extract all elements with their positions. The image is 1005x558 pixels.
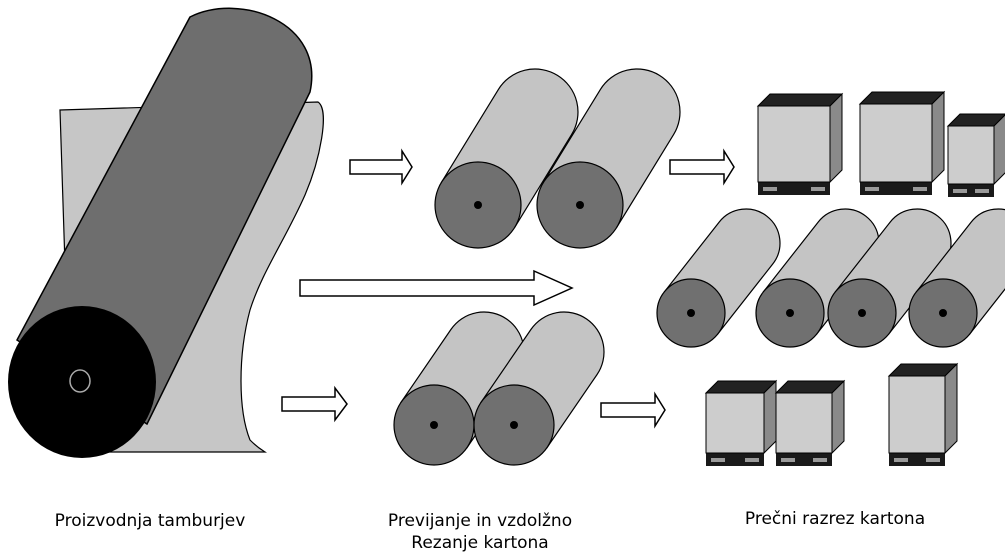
right-arrow-icon <box>601 394 665 426</box>
pallet-slot <box>926 458 940 462</box>
pallet-slot <box>813 458 827 462</box>
palletized-box-icon <box>758 94 842 195</box>
pallet-slot <box>711 458 725 462</box>
palletized-box-icon <box>860 92 944 195</box>
box-front <box>776 393 832 453</box>
box-front <box>889 376 945 453</box>
roll-core <box>858 309 866 317</box>
right-arrow-icon <box>670 151 734 183</box>
palletized-box-icon <box>889 364 957 466</box>
box-top <box>758 94 842 106</box>
roll-core <box>430 421 438 429</box>
roll-core <box>576 201 584 209</box>
tambour-end <box>8 306 156 458</box>
box-side <box>932 92 944 182</box>
palletized-box-icon <box>948 114 1005 197</box>
box-side <box>830 94 842 182</box>
box-front <box>758 106 830 182</box>
pallet-slot <box>894 458 908 462</box>
right-arrow-icon <box>282 388 347 420</box>
caption-rewinding-line1: Previjanje in vzdolžno <box>360 510 600 532</box>
caption-rewinding-slitting: Previjanje in vzdolžno Rezanje kartona <box>360 510 600 554</box>
pallet-slot <box>975 189 989 193</box>
roll-core <box>939 309 947 317</box>
caption-tambour-production: Proizvodnja tamburjev <box>40 510 260 532</box>
tambour-production-group <box>8 8 323 458</box>
box-front <box>948 126 994 184</box>
palletized-box-icon <box>706 381 776 466</box>
box-top <box>860 92 944 104</box>
caption-cross-cutting: Prečni razrez kartona <box>720 508 950 530</box>
pallet-slot <box>745 458 759 462</box>
pallet-slot <box>763 187 777 191</box>
box-side <box>994 114 1005 184</box>
palletized-box-icon <box>776 381 844 466</box>
roll-core <box>687 309 695 317</box>
roll-core <box>786 309 794 317</box>
roll-core <box>474 201 482 209</box>
right-arrow-icon <box>300 271 572 305</box>
box-front <box>706 393 764 453</box>
box-side <box>832 381 844 453</box>
caption-rewinding-line2: Rezanje kartona <box>360 532 600 554</box>
roll-core <box>510 421 518 429</box>
box-front <box>860 104 932 182</box>
pallet-slot <box>781 458 795 462</box>
pallet-slot <box>811 187 825 191</box>
pallet-slot <box>913 187 927 191</box>
box-side <box>945 364 957 453</box>
box-side <box>764 381 776 453</box>
pallet-slot <box>865 187 879 191</box>
right-arrow-icon <box>350 151 412 183</box>
pallet-slot <box>953 189 967 193</box>
